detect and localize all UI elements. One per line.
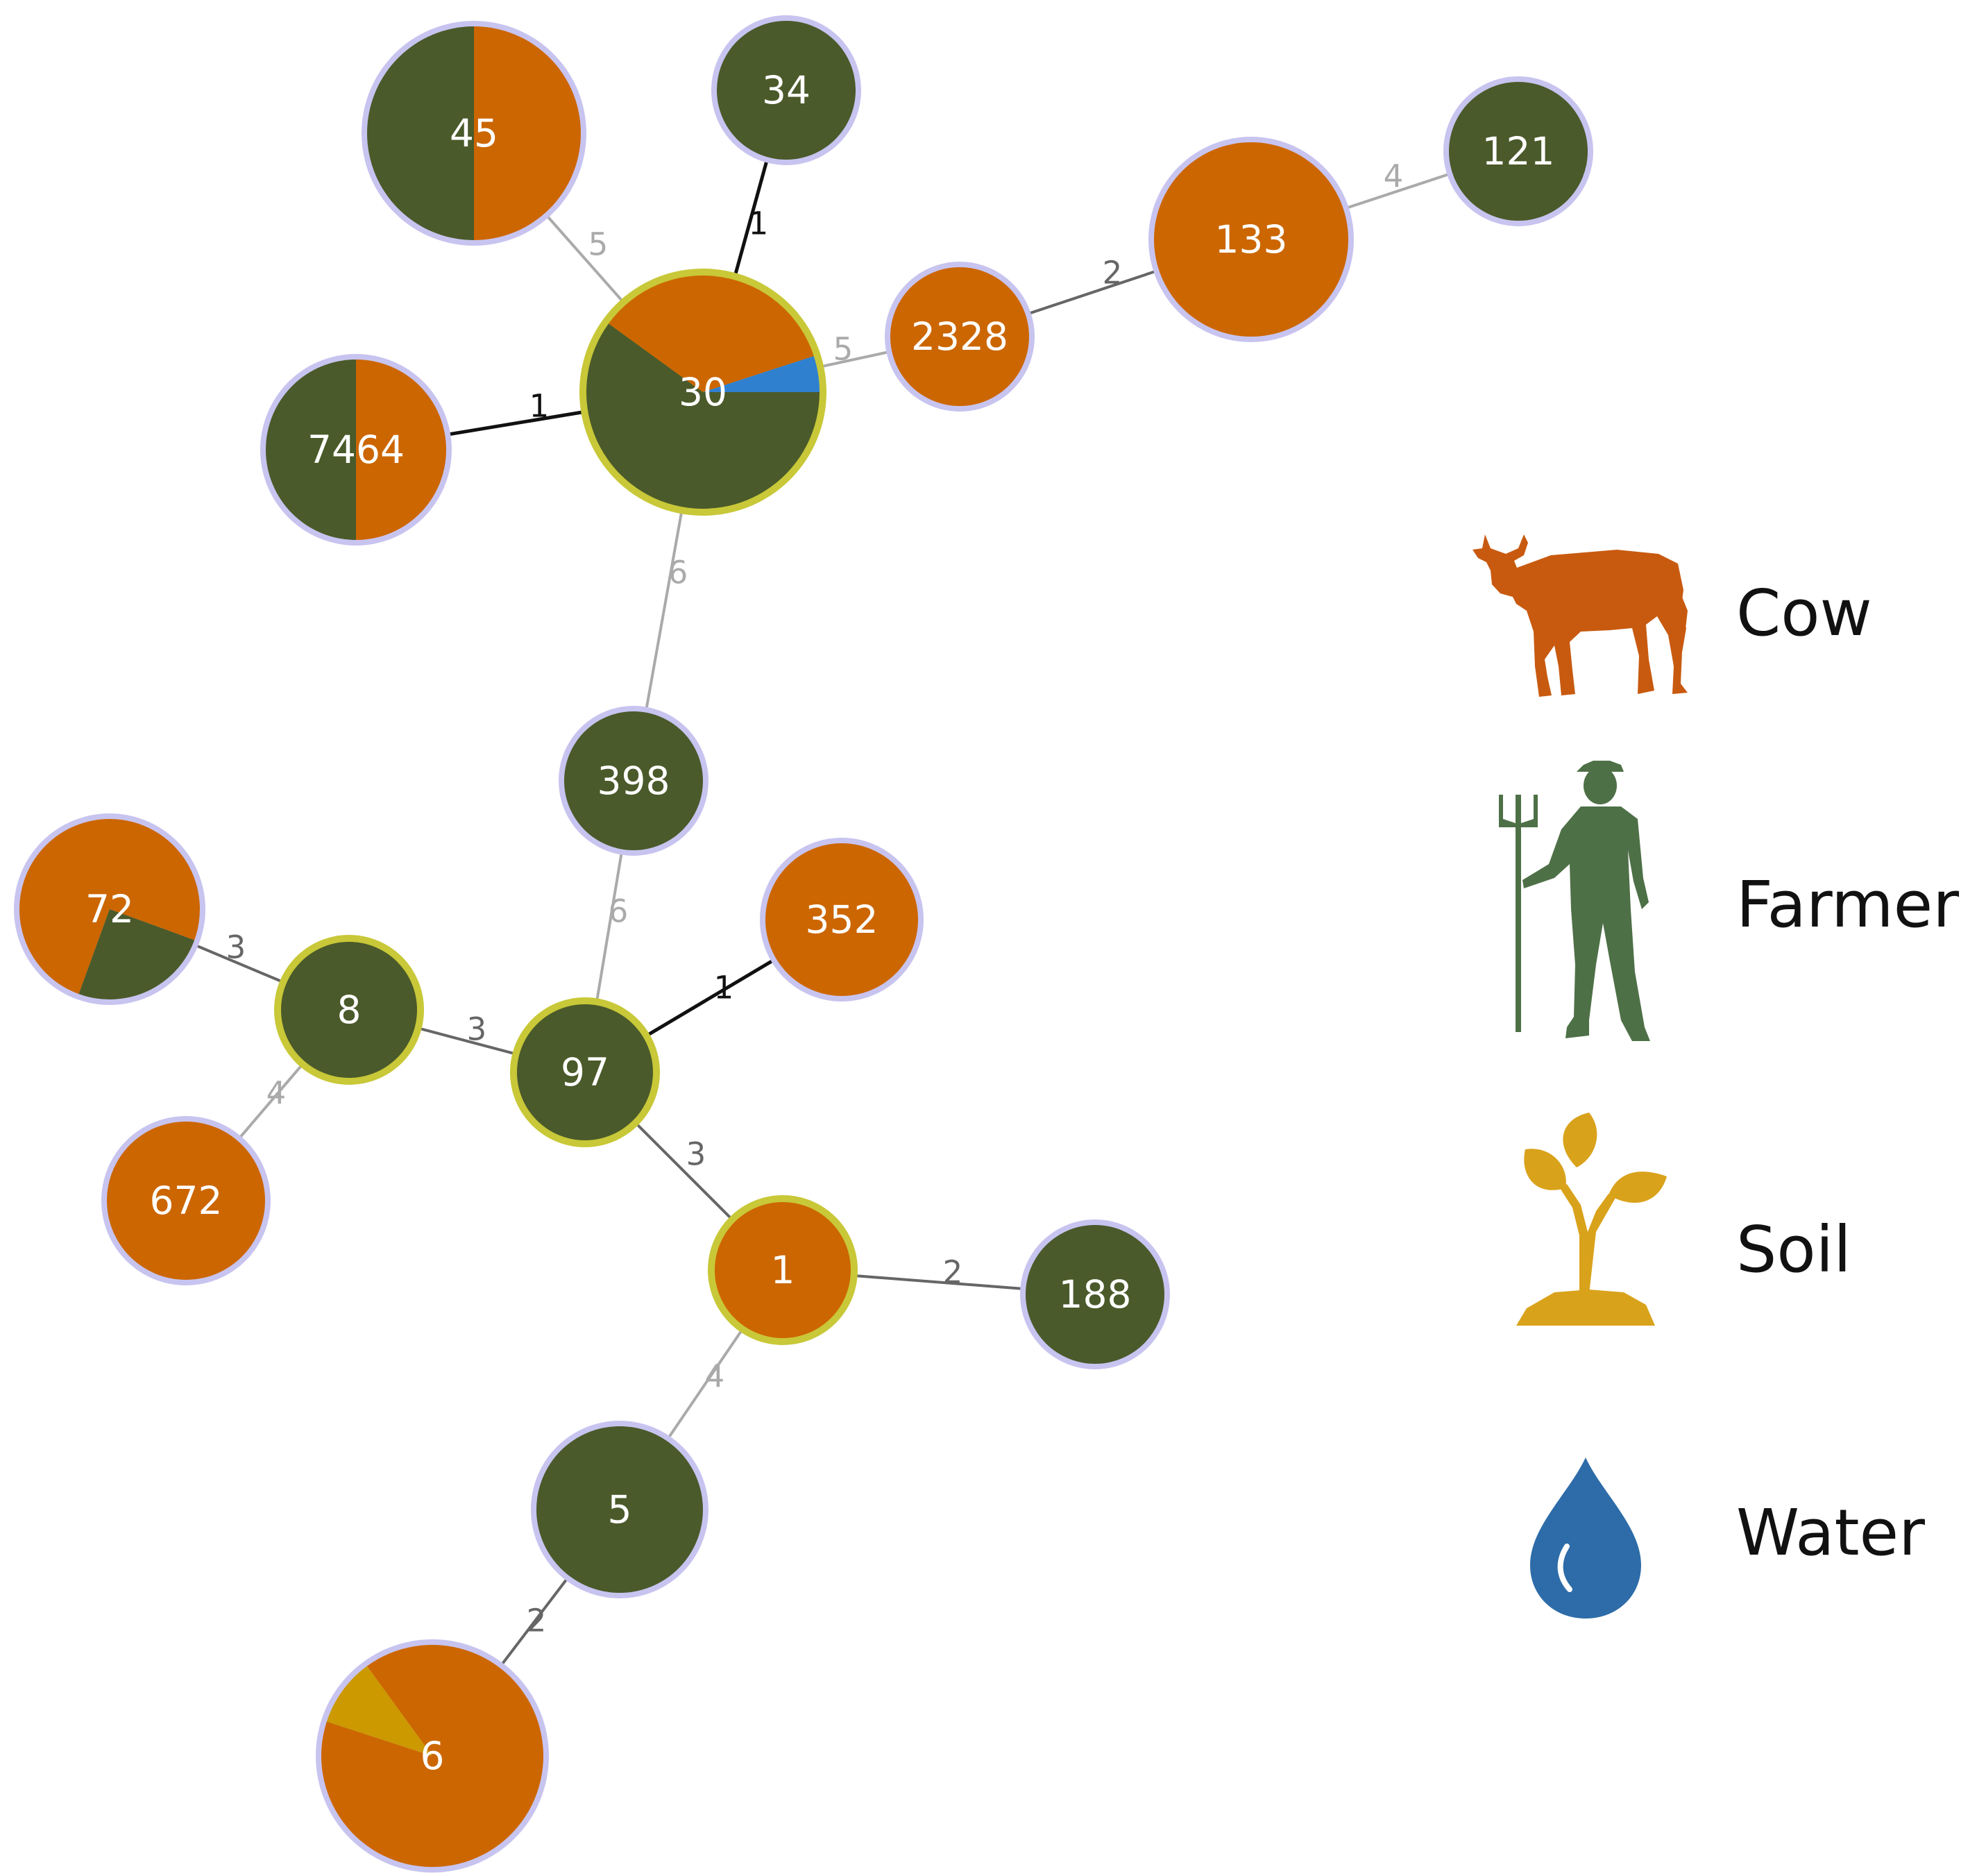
node-8: 8 (274, 935, 424, 1085)
edge-label: 4 (705, 1358, 725, 1395)
node-5: 5 (531, 1421, 708, 1598)
node-6: 6 (316, 1639, 549, 1873)
pie-slice-cow (609, 276, 814, 392)
pie-slice-farmer (1026, 1225, 1164, 1364)
node-label: 672 (150, 1178, 223, 1223)
pie-slice-cow (765, 843, 918, 996)
legend-label-farmer: Farmer (1736, 868, 1959, 942)
edge-label: 6 (609, 893, 629, 930)
node-label: 34 (762, 68, 810, 112)
pie-slice-farmer (266, 360, 356, 540)
pie-slice-soil (326, 1666, 432, 1756)
pie-slice-cow (19, 819, 201, 995)
node-672: 672 (101, 1116, 271, 1285)
edge-label: 1 (714, 970, 734, 1006)
pie-slice-cow (107, 1122, 265, 1280)
node-34: 34 (711, 15, 861, 165)
pie-slice-cow (1154, 142, 1348, 337)
node-352: 352 (760, 838, 924, 1002)
node-label: 2328 (911, 314, 1008, 359)
edge-label: 3 (686, 1136, 706, 1173)
node-label: 7464 (307, 428, 405, 472)
pie-slice-farmer (564, 711, 703, 850)
node-398: 398 (559, 706, 708, 856)
edge-label: 4 (1384, 158, 1404, 195)
edge-label: 1 (749, 205, 769, 242)
edge-label: 2 (527, 1603, 547, 1639)
node-121: 121 (1443, 76, 1593, 226)
pie-slice-cow (715, 1202, 851, 1338)
pie-slice-farmer (1449, 82, 1588, 221)
node-1: 1 (708, 1195, 858, 1345)
edge-label: 2 (1103, 255, 1123, 291)
node-97: 97 (510, 997, 660, 1147)
node-label: 133 (1215, 217, 1288, 262)
node-label: 398 (597, 759, 670, 803)
edge-label: 6 (668, 555, 688, 591)
node-label: 121 (1482, 129, 1555, 174)
node-label: 1 (771, 1248, 795, 1292)
node-133: 133 (1148, 137, 1354, 342)
farmer-icon (1499, 761, 1650, 1041)
node-label: 5 (608, 1487, 632, 1532)
water-drop-icon (1530, 1457, 1641, 1619)
legend-label-soil: Soil (1736, 1212, 1851, 1287)
legend-item-farmer: Farmer (1499, 761, 1959, 1041)
node-label: 30 (679, 370, 727, 414)
legend-label-cow: Cow (1736, 576, 1872, 650)
pie-slice-farmer (517, 1004, 653, 1140)
cow-icon (1472, 534, 1688, 697)
node-label: 45 (450, 111, 498, 155)
node-45: 45 (362, 21, 586, 246)
legend: Cow Farmer (1472, 534, 1959, 1619)
pie-slice-cow (356, 360, 446, 540)
pie-slice-farmer (281, 942, 417, 1078)
node-188: 188 (1020, 1219, 1170, 1369)
plant-icon (1516, 1113, 1667, 1326)
pie-slice-farmer (536, 1426, 703, 1593)
node-label: 8 (337, 988, 362, 1032)
edge-label: 3 (226, 929, 246, 966)
pie-slice-farmer (717, 21, 856, 160)
pie-slice-farmer (586, 323, 820, 509)
node-label: 6 (421, 1734, 445, 1778)
edge-label: 4 (266, 1075, 287, 1112)
edge-label: 3 (467, 1011, 487, 1048)
node-72: 72 (14, 813, 205, 1005)
pie-slice-cow (474, 26, 581, 240)
legend-label-water: Water (1736, 1496, 1925, 1570)
edge-label: 2 (943, 1254, 963, 1291)
edge-label: 5 (833, 331, 854, 368)
node-30: 30 (579, 269, 826, 516)
edge-label: 1 (529, 388, 550, 425)
pie-slice-cow (890, 267, 1029, 406)
legend-item-soil: Soil (1516, 1113, 1851, 1326)
legend-item-cow: Cow (1472, 534, 1872, 697)
node-label: 72 (85, 887, 134, 931)
legend-item-water: Water (1530, 1457, 1925, 1619)
node-label: 97 (561, 1050, 609, 1095)
edge-label: 5 (588, 226, 609, 263)
pie-slice-farmer (78, 909, 195, 999)
node-label: 188 (1059, 1272, 1132, 1317)
pie-slice-farmer (367, 26, 474, 240)
pie-slice-water (703, 356, 820, 392)
node-7464: 7464 (260, 354, 452, 546)
node-2328: 2328 (885, 262, 1035, 412)
node-label: 352 (806, 897, 879, 942)
